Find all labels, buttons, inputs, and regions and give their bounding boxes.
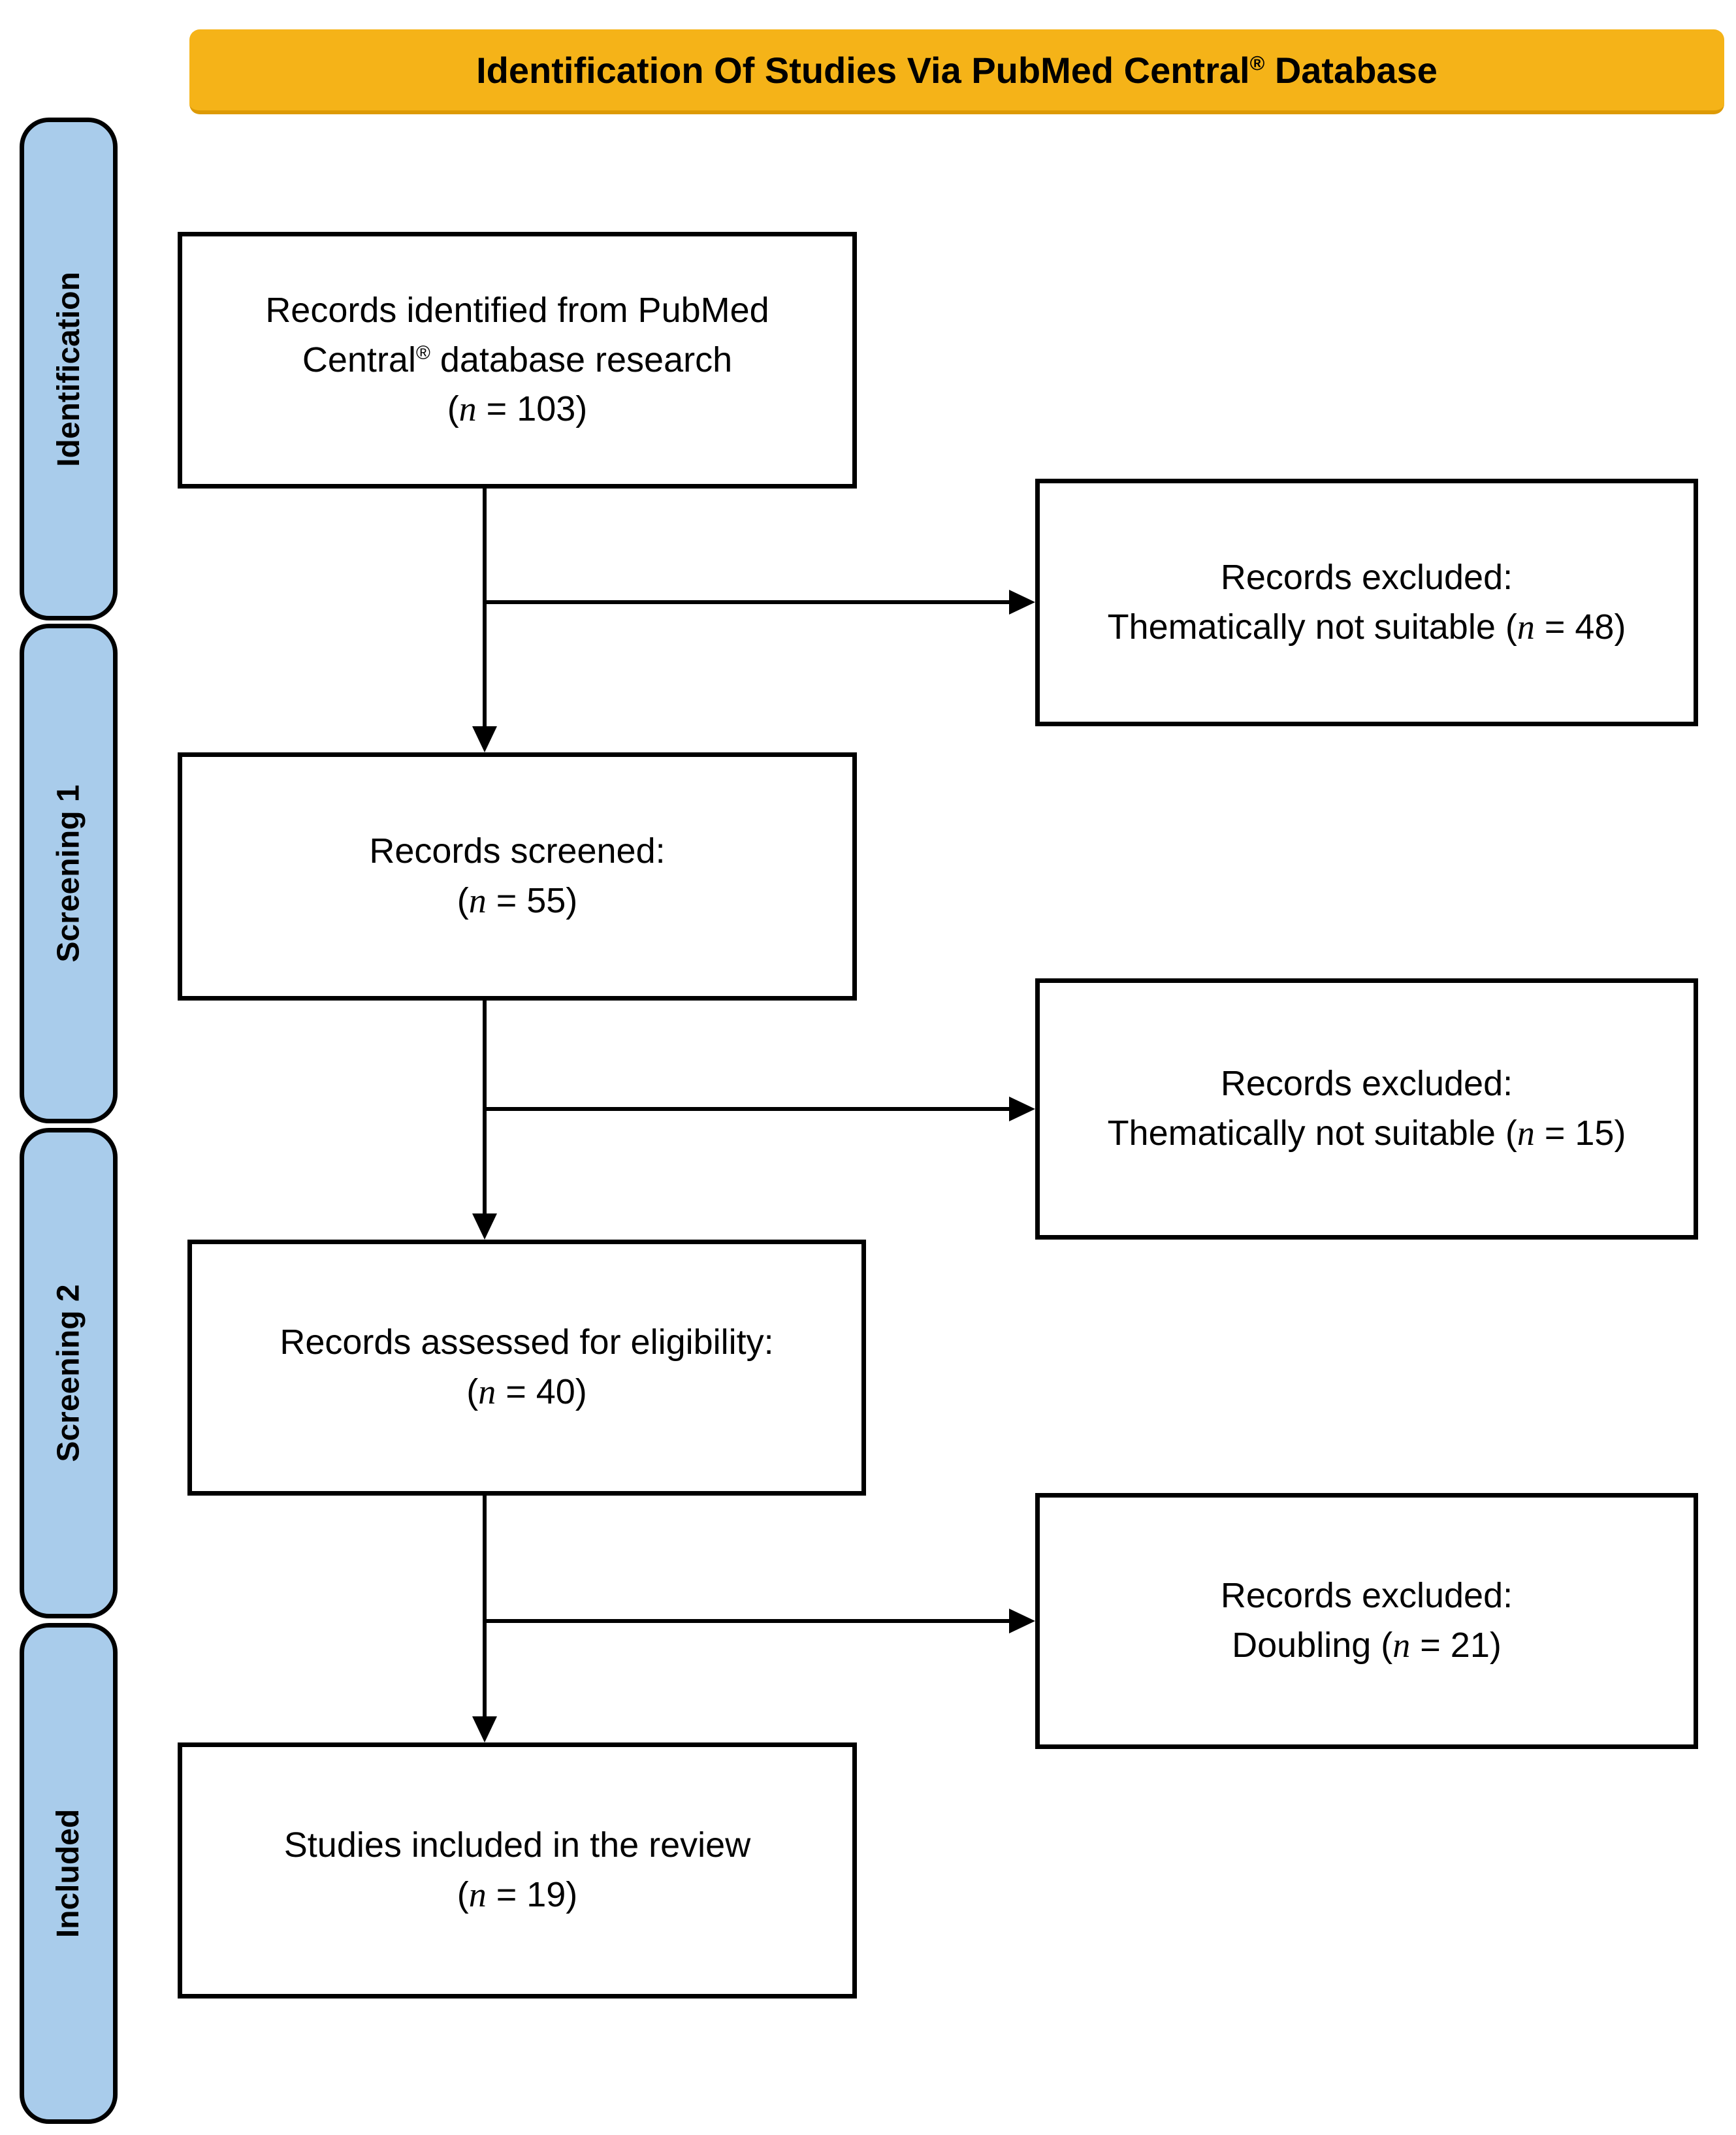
box-records-excluded-2: Records excluded: Thematically not suita… <box>1035 978 1698 1240</box>
box-text-line: Records assessed for eligibility: <box>280 1318 773 1368</box>
stage-label: Included <box>51 1808 86 1938</box>
connector-to-excluded-2 <box>485 1107 1009 1111</box>
banner-title: Identification Of Studies Via PubMed Cen… <box>189 29 1724 114</box>
text: = 19) <box>486 1875 578 1914</box>
text: = 40) <box>496 1372 587 1411</box>
stage-label: Screening 1 <box>51 784 86 963</box>
box-records-screened: Records screened: (n = 55) <box>178 752 857 1001</box>
n-symbol: n <box>458 389 477 429</box>
box-reason-line: Doubling (n = 21) <box>1232 1621 1502 1671</box>
box-records-excluded-3: Records excluded: Doubling (n = 21) <box>1035 1493 1698 1749</box>
box-count-line: (n = 40) <box>466 1368 587 1417</box>
registered-trademark-icon: ® <box>415 342 430 364</box>
arrow-right-icon <box>1009 590 1035 615</box>
text: = 55) <box>486 881 578 920</box>
text: = 15) <box>1534 1114 1626 1153</box>
stage-screening-1: Screening 1 <box>20 624 118 1123</box>
text: Records screened: <box>369 831 666 871</box>
box-studies-included: Studies included in the review (n = 19) <box>178 1742 857 1999</box>
box-count-line: (n = 103) <box>447 385 588 434</box>
stage-screening-2: Screening 2 <box>20 1128 118 1618</box>
n-symbol: n <box>468 1875 487 1914</box>
text: = 21) <box>1410 1626 1502 1665</box>
arrow-right-icon <box>1009 1609 1035 1633</box>
n-symbol: n <box>1517 607 1535 647</box>
text: ( <box>457 881 469 920</box>
text: Records identified from PubMed <box>265 291 769 330</box>
text: Studies included in the review <box>283 1825 751 1865</box>
arrow-down-icon <box>472 726 497 752</box>
box-count-line: (n = 55) <box>457 876 578 926</box>
n-symbol: n <box>1392 1626 1411 1665</box>
text: ( <box>447 389 459 429</box>
text: database research <box>430 340 733 379</box>
stage-identification: Identification <box>20 118 118 620</box>
text: Records excluded: <box>1220 1576 1513 1616</box>
banner-title-suffix: Database <box>1264 49 1438 91</box>
arrow-down-icon <box>472 1213 497 1240</box>
text: Thematically not suitable ( <box>1107 1114 1517 1153</box>
banner-title-prefix: Identification Of Studies Via PubMed Cen… <box>476 49 1250 91</box>
box-records-assessed: Records assessed for eligibility: (n = 4… <box>187 1240 866 1496</box>
connector-assessed-to-included <box>483 1496 487 1719</box>
registered-trademark-icon: ® <box>1249 51 1265 74</box>
box-records-identified: Records identified from PubMed Central® … <box>178 232 857 489</box>
text: Central <box>302 340 416 379</box>
box-reason-line: Thematically not suitable (n = 48) <box>1108 603 1626 652</box>
box-records-excluded-1: Records excluded: Thematically not suita… <box>1035 479 1698 726</box>
stage-label: Screening 2 <box>51 1284 86 1462</box>
box-text-line: Records excluded: <box>1221 1571 1513 1621</box>
box-reason-line: Thematically not suitable (n = 15) <box>1108 1109 1626 1159</box>
box-text-line: Records identified from PubMed <box>265 286 769 336</box>
n-symbol: n <box>478 1372 496 1411</box>
n-symbol: n <box>1517 1114 1535 1153</box>
n-symbol: n <box>468 881 487 920</box>
text: Records assessed for eligibility: <box>280 1323 774 1362</box>
box-text-line: Central® database research <box>302 336 732 385</box>
connector-identified-to-screened <box>483 489 487 729</box>
connector-to-excluded-1 <box>485 600 1009 604</box>
text: Records excluded: <box>1220 557 1513 597</box>
stage-included: Included <box>20 1623 118 2124</box>
connector-to-excluded-3 <box>485 1619 1009 1623</box>
text: Records excluded: <box>1220 1064 1513 1104</box>
box-text-line: Studies included in the review <box>284 1821 750 1870</box>
text: Thematically not suitable ( <box>1107 607 1517 647</box>
banner-title-text: Identification Of Studies Via PubMed Cen… <box>476 49 1438 91</box>
arrow-right-icon <box>1009 1097 1035 1121</box>
box-text-line: Records screened: <box>369 827 665 876</box>
text: ( <box>457 1875 469 1914</box>
arrow-down-icon <box>472 1716 497 1742</box>
text: = 103) <box>476 389 588 429</box>
text: ( <box>466 1372 479 1411</box>
text: Doubling ( <box>1232 1626 1393 1665</box>
box-count-line: (n = 19) <box>457 1870 578 1920</box>
text: = 48) <box>1534 607 1626 647</box>
box-text-line: Records excluded: <box>1221 553 1513 603</box>
box-text-line: Records excluded: <box>1221 1059 1513 1109</box>
stage-label: Identification <box>51 271 86 467</box>
